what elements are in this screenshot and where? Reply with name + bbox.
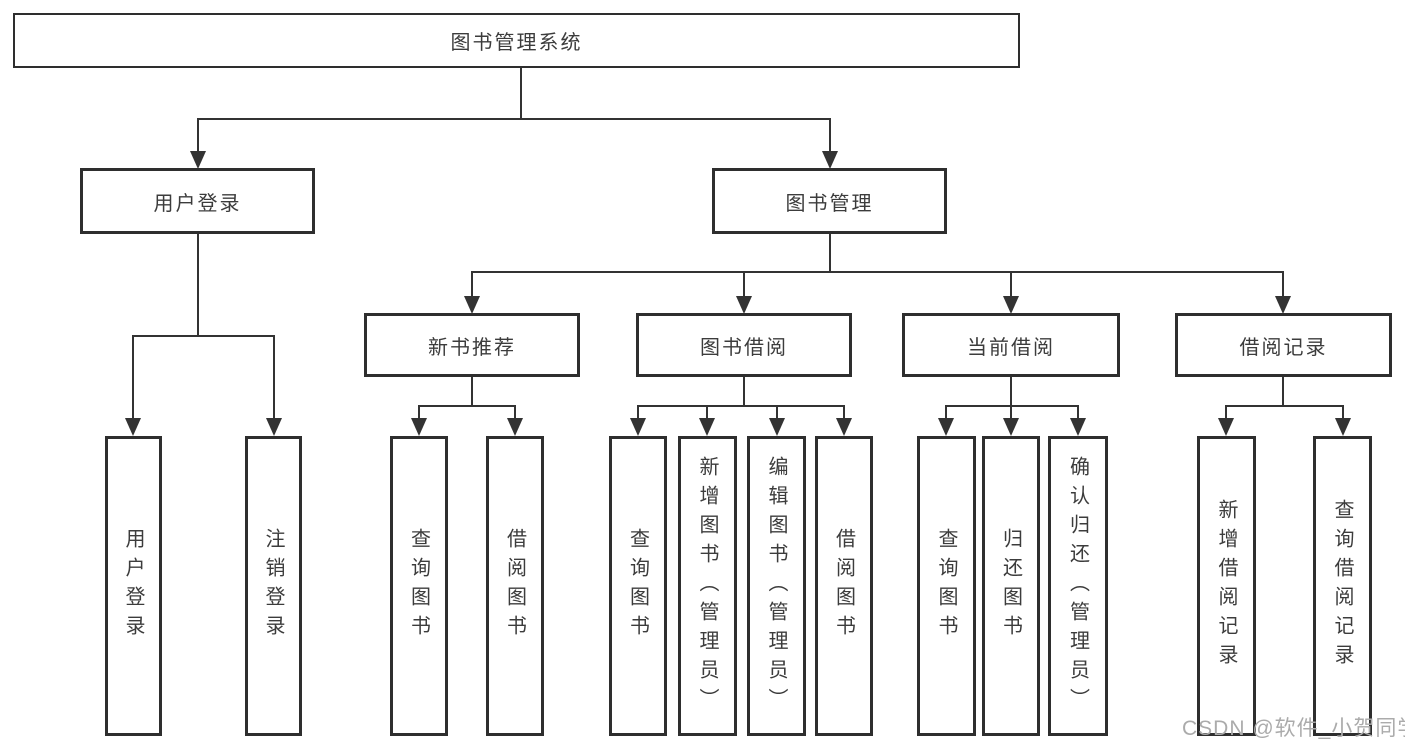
leaf-borrow-books-2: 借阅图书 <box>815 436 873 736</box>
node-label: 用户登录 <box>153 192 242 215</box>
node-user-login: 用户登录 <box>80 168 315 234</box>
leaf-edit-books-admin: 编辑图书（管理员） <box>747 436 806 736</box>
node-label: 查询图书 <box>626 528 649 644</box>
node-label: 图书借阅 <box>700 336 788 359</box>
node-label: 编辑图书（管理员） <box>765 455 787 717</box>
node-label: 图书管理系统 <box>450 32 583 54</box>
node-label: 查询图书 <box>407 528 430 644</box>
leaf-query-books-2: 查询图书 <box>609 436 667 736</box>
node-borrowing-records: 借阅记录 <box>1175 313 1392 377</box>
node-label: 新书推荐 <box>428 336 516 359</box>
node-label: 新增借阅记录 <box>1215 499 1237 673</box>
node-label: 确认归还（管理员） <box>1066 455 1089 717</box>
node-book-management: 图书管理 <box>712 168 947 234</box>
connector-root-to-level2 <box>197 68 831 152</box>
leaf-logout: 注销登录 <box>245 436 302 736</box>
node-label: 新增图书（管理员） <box>696 455 718 717</box>
node-label: 用户登录 <box>122 528 144 644</box>
node-library-management-system: 图书管理系统 <box>13 13 1020 68</box>
leaf-add-books-admin: 新增图书（管理员） <box>678 436 737 736</box>
leaf-user-login: 用户登录 <box>105 436 162 736</box>
leaf-query-borrow-record: 查询借阅记录 <box>1313 436 1372 736</box>
connector-book-mgmt-to-level3 <box>471 234 1284 297</box>
node-label: 借阅记录 <box>1239 336 1328 359</box>
node-label: 查询图书 <box>935 528 957 644</box>
node-current-borrowing: 当前借阅 <box>902 313 1120 377</box>
csdn-watermark: CSDN @软件_小贺同学 <box>1182 717 1405 740</box>
leaf-add-borrow-record: 新增借阅记录 <box>1197 436 1256 736</box>
connector-user-login-group <box>132 234 275 420</box>
leaf-query-books-3: 查询图书 <box>917 436 976 736</box>
node-label: 归还图书 <box>999 528 1022 644</box>
node-label: 图书管理 <box>785 192 874 215</box>
connector-new-book-group <box>418 377 516 420</box>
node-label: 借阅图书 <box>503 528 526 644</box>
arrowheads <box>125 151 1351 436</box>
node-label: 借阅图书 <box>832 528 855 644</box>
node-label: 查询借阅记录 <box>1331 499 1353 673</box>
connector-current-borrow-group <box>945 377 1079 420</box>
leaf-return-books: 归还图书 <box>982 436 1040 736</box>
leaf-query-books-1: 查询图书 <box>390 436 448 736</box>
connector-borrow-records-group <box>1225 377 1344 420</box>
node-new-book-recommend: 新书推荐 <box>364 313 580 377</box>
leaf-borrow-books-1: 借阅图书 <box>486 436 544 736</box>
node-book-borrowing: 图书借阅 <box>636 313 852 377</box>
node-label: 当前借阅 <box>967 336 1055 359</box>
connector-book-borrow-group <box>637 377 845 420</box>
leaf-confirm-return-admin: 确认归还（管理员） <box>1048 436 1108 736</box>
node-label: 注销登录 <box>262 528 284 644</box>
